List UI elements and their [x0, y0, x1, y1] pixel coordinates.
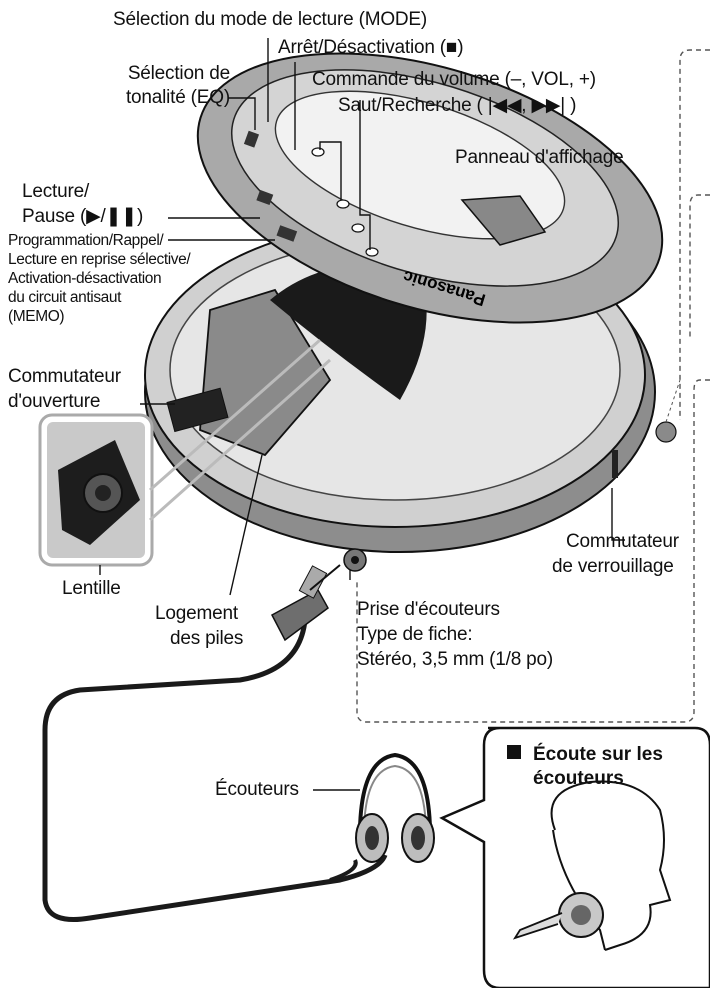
vol-plus-button [336, 199, 350, 209]
skip-back-button [351, 223, 365, 233]
label-hold-line1: Commutateur [566, 531, 679, 552]
hold-switch [612, 450, 618, 478]
label-lens: Lentille [62, 578, 121, 599]
label-memo-line2: Lecture en reprise sélective/ [8, 251, 191, 268]
label-eq-line2: tonalité (EQ) [125, 87, 230, 108]
display-window [460, 195, 547, 246]
label-memo-line3: Activation-désactivation [8, 270, 162, 287]
dashed-outline-outer [679, 49, 710, 420]
memo-button [276, 225, 298, 242]
label-jack-line1: Prise d'écouteurs [357, 599, 500, 620]
label-hold-line2: de verrouillage [552, 556, 674, 577]
dashed-outline-jack [356, 379, 710, 723]
headphone-plug [270, 588, 329, 642]
label-play-line1: Lecture/ [22, 181, 90, 202]
headphone-cable-split [329, 859, 358, 882]
label-mode: Sélection du mode de lecture (MODE) [113, 9, 428, 30]
person-head [550, 780, 672, 951]
label-open-line1: Commutateur [8, 366, 121, 387]
indicator-dot [655, 421, 677, 443]
open-switch [166, 387, 229, 433]
leader-lines [99, 38, 625, 791]
callout-title-line1: Écoute sur les [507, 743, 663, 766]
label-jack-line3: Stéréo, 3,5 mm (1/8 po) [357, 649, 554, 670]
square-bullet-icon [507, 745, 521, 759]
label-display: Panneau d'affichage [455, 147, 624, 168]
label-skip: Saut/Recherche ( |◀◀, ▶▶| ) [338, 95, 577, 116]
skip-fwd-button [365, 247, 379, 257]
label-open-line2: d'ouverture [8, 391, 101, 412]
label-memo-line5: (MEMO) [8, 308, 65, 325]
label-eq-line1: Sélection de [127, 63, 230, 84]
label-stop: Arrêt/Désactivation (■) [278, 37, 464, 58]
label-memo-line4: du circuit antisaut [8, 289, 122, 306]
vol-minus-button [311, 147, 325, 157]
dashed-outline-mid [689, 194, 710, 340]
label-battery-line2: des piles [170, 628, 244, 649]
label-volume: Commande du volume (–, VOL, +) [312, 69, 596, 90]
label-headphones: Écouteurs [215, 779, 299, 800]
headphone-cable [42, 619, 388, 922]
label-jack-line2: Type de fiche: [357, 624, 473, 645]
callout-title-line2: écouteurs [533, 768, 624, 789]
label-memo-line1: Programmation/Rappel/ [8, 232, 164, 249]
eq-button [243, 130, 260, 148]
mode-button [256, 189, 274, 206]
label-battery-line1: Logement [155, 603, 238, 624]
headphones-icon [357, 752, 433, 846]
headband [512, 912, 563, 940]
label-play-line2: Pause (▶/❚❚) [22, 206, 144, 227]
